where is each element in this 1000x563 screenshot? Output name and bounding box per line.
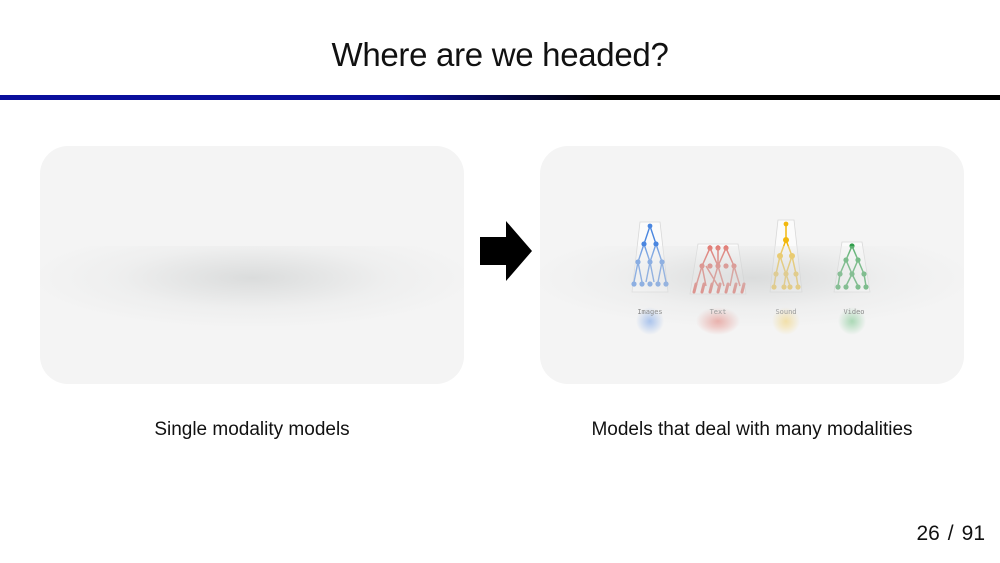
right-arrow-icon [480,221,532,281]
modality-label-video: Video [843,308,864,316]
page-separator: / [947,522,954,545]
modality-networks-illustration: Images Text Sound Video [631,219,871,335]
text-network-icon [689,243,747,335]
page-number: 26 / 91 [916,522,985,546]
modality-label-images: Images [637,308,662,316]
modality-label-sound: Sound [775,308,796,316]
page-total: 91 [961,522,985,545]
multi-modality-caption: Models that deal with many modalities [591,419,913,440]
single-modality-caption: Single modality models [154,419,350,440]
slide-title: Where are we headed? [331,36,669,73]
single-modality-image [40,146,464,384]
title-divider [0,95,1000,100]
sound-network-icon [769,219,803,335]
modality-label-text: Text [710,308,727,316]
page-current: 26 [916,522,940,545]
multi-modality-image: Images Text Sound Video [540,146,964,384]
images-network-icon [631,221,669,335]
video-network-icon [833,241,871,335]
